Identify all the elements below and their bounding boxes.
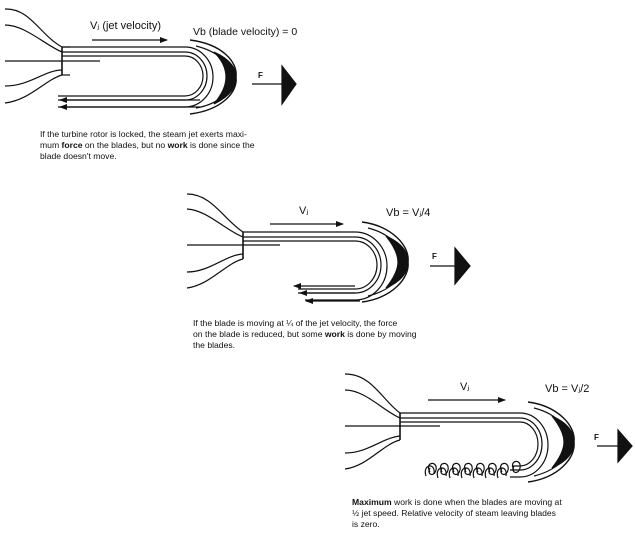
panel-1-arrows <box>59 37 297 110</box>
caption-2-line-2: on the blade is reduced, but some work i… <box>193 329 417 339</box>
caption-1: If the turbine rotor is locked, the stea… <box>40 129 330 162</box>
steam-curls <box>424 460 521 479</box>
blade-velocity-label-3: Vb = Vⱼ/2 <box>545 383 590 395</box>
caption-2: If the blade is moving at ¼ of the jet v… <box>193 318 483 351</box>
force-arrow-head-1 <box>281 64 297 106</box>
force-label-2: F <box>432 252 437 261</box>
jet-velocity-label-1: Vⱼ (jet velocity) <box>90 20 161 32</box>
blade-velocity-label-2: Vb = Vⱼ/4 <box>386 207 431 219</box>
panel-3-arrows <box>428 397 633 464</box>
caption-3: Maximum work is done when the blades are… <box>352 497 632 530</box>
caption-1-line-2: mum force on the blades, but no work is … <box>40 140 255 150</box>
caption-2-line-3: the blades. <box>193 340 236 350</box>
caption-3-line-3: is zero. <box>352 519 380 529</box>
caption-1-line-1: If the turbine rotor is locked, the stea… <box>40 129 247 139</box>
jet-velocity-label-3: Vⱼ <box>460 381 470 393</box>
panel-2-diagram <box>186 193 409 303</box>
caption-3-line-1: Maximum work is done when the blades are… <box>352 497 562 507</box>
jet-velocity-label-2: Vⱼ <box>299 205 309 217</box>
caption-2-line-1: If the blade is moving at ¼ of the jet v… <box>193 318 398 328</box>
force-arrow-head-2 <box>454 246 471 286</box>
force-arrow-head-3 <box>617 428 633 464</box>
panel-2-arrows <box>270 221 471 304</box>
blade-velocity-label-1: Vb (blade velocity) = 0 <box>193 26 298 38</box>
caption-3-line-2: ½ jet speed. Relative velocity of steam … <box>352 508 556 518</box>
panel-1-diagram <box>4 8 237 115</box>
force-label-1: F <box>258 71 263 80</box>
caption-1-line-3: blade doesn't move. <box>40 151 117 161</box>
panel-3-diagram <box>344 373 575 483</box>
force-label-3: F <box>594 433 599 442</box>
